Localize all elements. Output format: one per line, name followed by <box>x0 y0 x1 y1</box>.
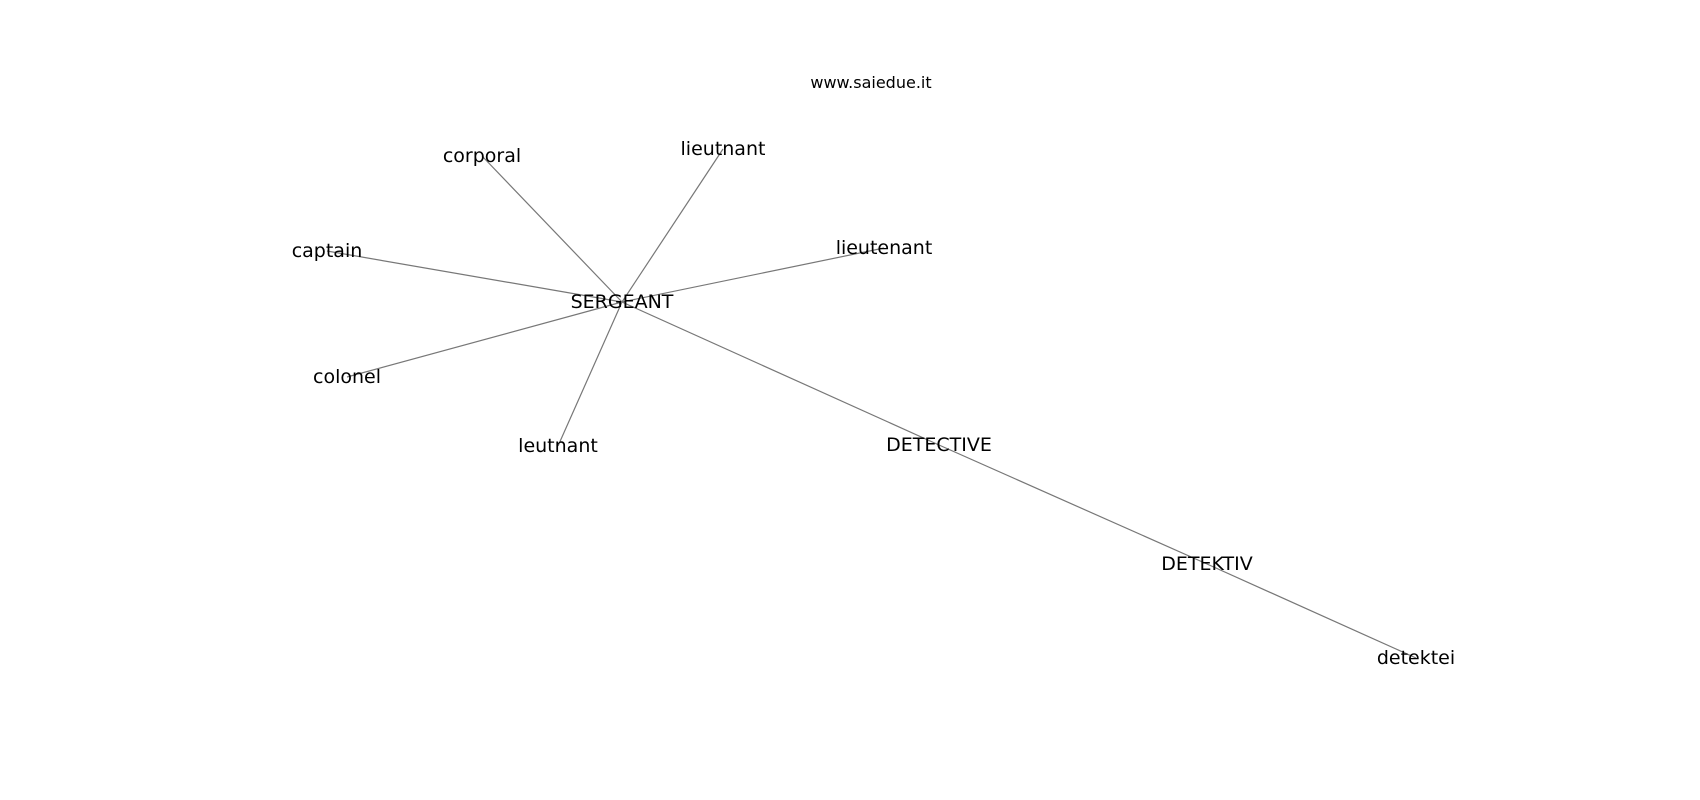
edge-sergeant-lieutnant <box>621 148 724 303</box>
node-detektiv: DETEKTIV <box>1161 553 1252 575</box>
edge-detective-detektiv <box>938 444 1208 565</box>
edge-sergeant-colonel <box>346 301 623 378</box>
watermark-text: www.saiedue.it <box>810 73 931 92</box>
nodes-layer: SERGEANT corporal lieutnant captain lieutena… <box>292 138 1455 669</box>
edge-sergeant-leutnant <box>557 301 623 447</box>
node-detective: DETECTIVE <box>886 434 992 456</box>
node-captain: captain <box>292 240 363 262</box>
node-lieutnant: lieutnant <box>681 138 766 160</box>
edges-layer <box>326 148 1417 659</box>
node-detektei: detektei <box>1377 647 1455 669</box>
node-lieutenant: lieutenant <box>836 237 933 259</box>
edge-sergeant-detective <box>621 301 940 446</box>
node-colonel: colonel <box>313 366 381 388</box>
node-corporal: corporal <box>443 145 521 167</box>
node-sergeant: SERGEANT <box>571 291 674 313</box>
edge-sergeant-lieutenant <box>621 247 885 303</box>
node-leutnant: leutnant <box>518 435 598 457</box>
edge-detektiv-detektei <box>1206 563 1417 659</box>
edge-sergeant-corporal <box>481 155 623 303</box>
edge-sergeant-captain <box>326 250 623 303</box>
